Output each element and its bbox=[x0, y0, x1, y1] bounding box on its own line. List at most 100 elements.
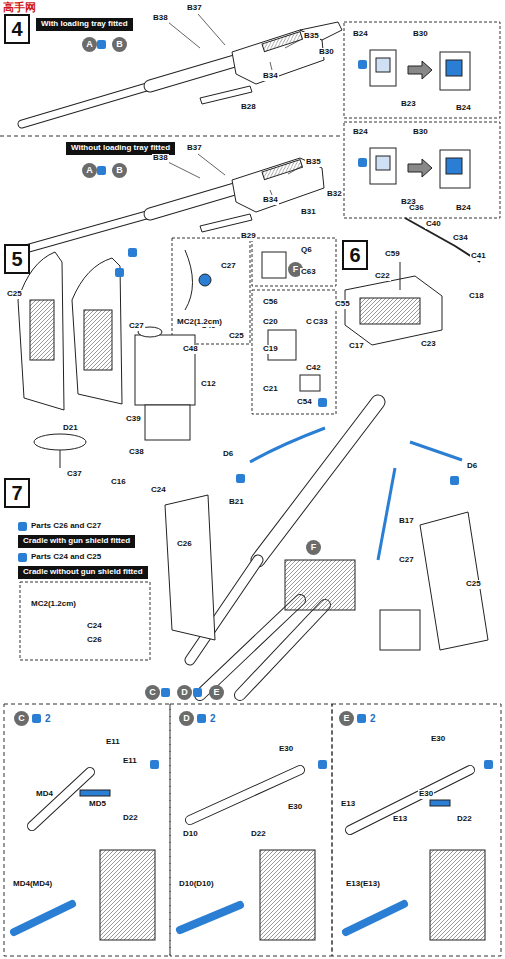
watermark: 高手网 bbox=[2, 1, 37, 13]
part-number: B35 bbox=[303, 32, 320, 41]
part-number: C38 bbox=[128, 448, 145, 457]
cradle-plate bbox=[84, 310, 112, 370]
subassembly-circle: D bbox=[177, 685, 192, 700]
part-number: E30 bbox=[418, 790, 434, 799]
node-text: C bbox=[18, 714, 25, 724]
cement-icon bbox=[150, 760, 159, 769]
part-number: B30 bbox=[412, 128, 429, 137]
separator bbox=[0, 22, 501, 956]
part-number: B17 bbox=[398, 517, 415, 526]
cement-icon bbox=[318, 760, 327, 769]
separator bbox=[4, 704, 170, 956]
part-number: B34 bbox=[262, 72, 279, 81]
part-number: C24 bbox=[150, 486, 167, 495]
gun-mount bbox=[100, 850, 155, 940]
gun-barrel bbox=[258, 402, 378, 560]
part-number: C25 bbox=[465, 580, 482, 589]
mechanism bbox=[199, 274, 211, 286]
gun-barrel bbox=[22, 214, 150, 250]
part-number: Parts C24 and C25 bbox=[30, 553, 102, 562]
tube bbox=[32, 772, 90, 826]
part-number: C42 bbox=[305, 364, 322, 373]
part-number: E13(E13) bbox=[345, 880, 381, 889]
part-number: E30 bbox=[287, 803, 303, 812]
gun-mount bbox=[80, 790, 110, 796]
part-number: E11 bbox=[105, 738, 121, 747]
mechanism bbox=[370, 148, 396, 184]
subassembly-circle: E bbox=[209, 685, 224, 700]
cement-icon bbox=[18, 522, 27, 531]
part-number: B24 bbox=[455, 204, 472, 213]
part-number: C25 bbox=[228, 332, 245, 341]
cradle-plate bbox=[18, 252, 64, 410]
cement-icon bbox=[115, 268, 124, 277]
cradle-plate bbox=[30, 300, 54, 360]
cement-icon bbox=[18, 553, 27, 562]
note-banner: With loading tray fitted bbox=[36, 18, 133, 31]
breech-block bbox=[232, 158, 324, 212]
part-number: B21 bbox=[228, 498, 245, 507]
part-number: B38 bbox=[152, 154, 169, 163]
part-number: C25 bbox=[6, 290, 23, 299]
part-number: D21 bbox=[62, 424, 79, 433]
part-number: E30 bbox=[278, 745, 294, 754]
part-number: C20 bbox=[262, 318, 279, 327]
mechanism bbox=[370, 50, 396, 86]
part-number: B30 bbox=[318, 48, 335, 57]
part-number: C27 bbox=[220, 262, 237, 271]
gun-barrel bbox=[240, 605, 325, 695]
subassembly-circle: A bbox=[82, 163, 97, 178]
tube bbox=[190, 770, 300, 820]
part-number: MD4(MD4) bbox=[12, 880, 53, 889]
part-number: B29 bbox=[240, 232, 257, 241]
part-number: E13 bbox=[392, 815, 408, 824]
part-number: MD4 bbox=[35, 790, 54, 799]
cement-icon bbox=[318, 398, 327, 407]
leader-line bbox=[168, 162, 200, 178]
cradle bbox=[380, 610, 420, 650]
subassembly-circle: A bbox=[82, 37, 97, 52]
blue-rod bbox=[410, 442, 462, 460]
part-number: D22 bbox=[456, 815, 473, 824]
part-number: E30 bbox=[430, 735, 446, 744]
gun-body bbox=[400, 262, 401, 290]
tube bbox=[14, 770, 470, 932]
part-number: C39 bbox=[125, 415, 142, 424]
gun-barrel bbox=[22, 86, 150, 124]
part-number: B32 bbox=[326, 190, 343, 199]
separator bbox=[0, 136, 342, 137]
step-number-box: 6 bbox=[342, 240, 368, 270]
leader-line bbox=[288, 166, 302, 174]
mechanism bbox=[185, 250, 193, 310]
cement-icon bbox=[161, 688, 170, 697]
gun-body bbox=[405, 218, 480, 262]
breech-block bbox=[262, 160, 303, 180]
gun-body bbox=[360, 298, 420, 324]
gun-barrel bbox=[190, 402, 378, 695]
node-text: B bbox=[116, 40, 123, 50]
part-number: C59 bbox=[384, 250, 401, 259]
part-number: MC2(1.2cm) bbox=[30, 600, 77, 609]
part-number: C21 bbox=[262, 385, 279, 394]
tube bbox=[350, 770, 470, 830]
leader-line bbox=[270, 190, 272, 195]
node-text: Cradle without gun shield fitted bbox=[23, 568, 143, 577]
node-text: 5 bbox=[11, 248, 22, 270]
part-number: D22 bbox=[250, 830, 267, 839]
cement-icon bbox=[97, 166, 106, 175]
part-number: B23 bbox=[400, 100, 417, 109]
gun-barrel bbox=[22, 60, 238, 250]
gun-mount bbox=[80, 790, 485, 940]
part-number: B30 bbox=[412, 30, 429, 39]
node-text: With loading tray fitted bbox=[41, 20, 128, 29]
subassembly-circle: E bbox=[339, 711, 354, 726]
part-number: B28 bbox=[240, 103, 257, 112]
part-number: B24 bbox=[352, 128, 369, 137]
gun-mount bbox=[260, 850, 315, 940]
cement-icon bbox=[358, 60, 367, 69]
leader-line bbox=[168, 14, 302, 195]
part-number: C18 bbox=[468, 292, 485, 301]
cement-icon bbox=[32, 714, 41, 723]
gun-body bbox=[345, 218, 480, 345]
node-text: 6 bbox=[349, 244, 360, 266]
